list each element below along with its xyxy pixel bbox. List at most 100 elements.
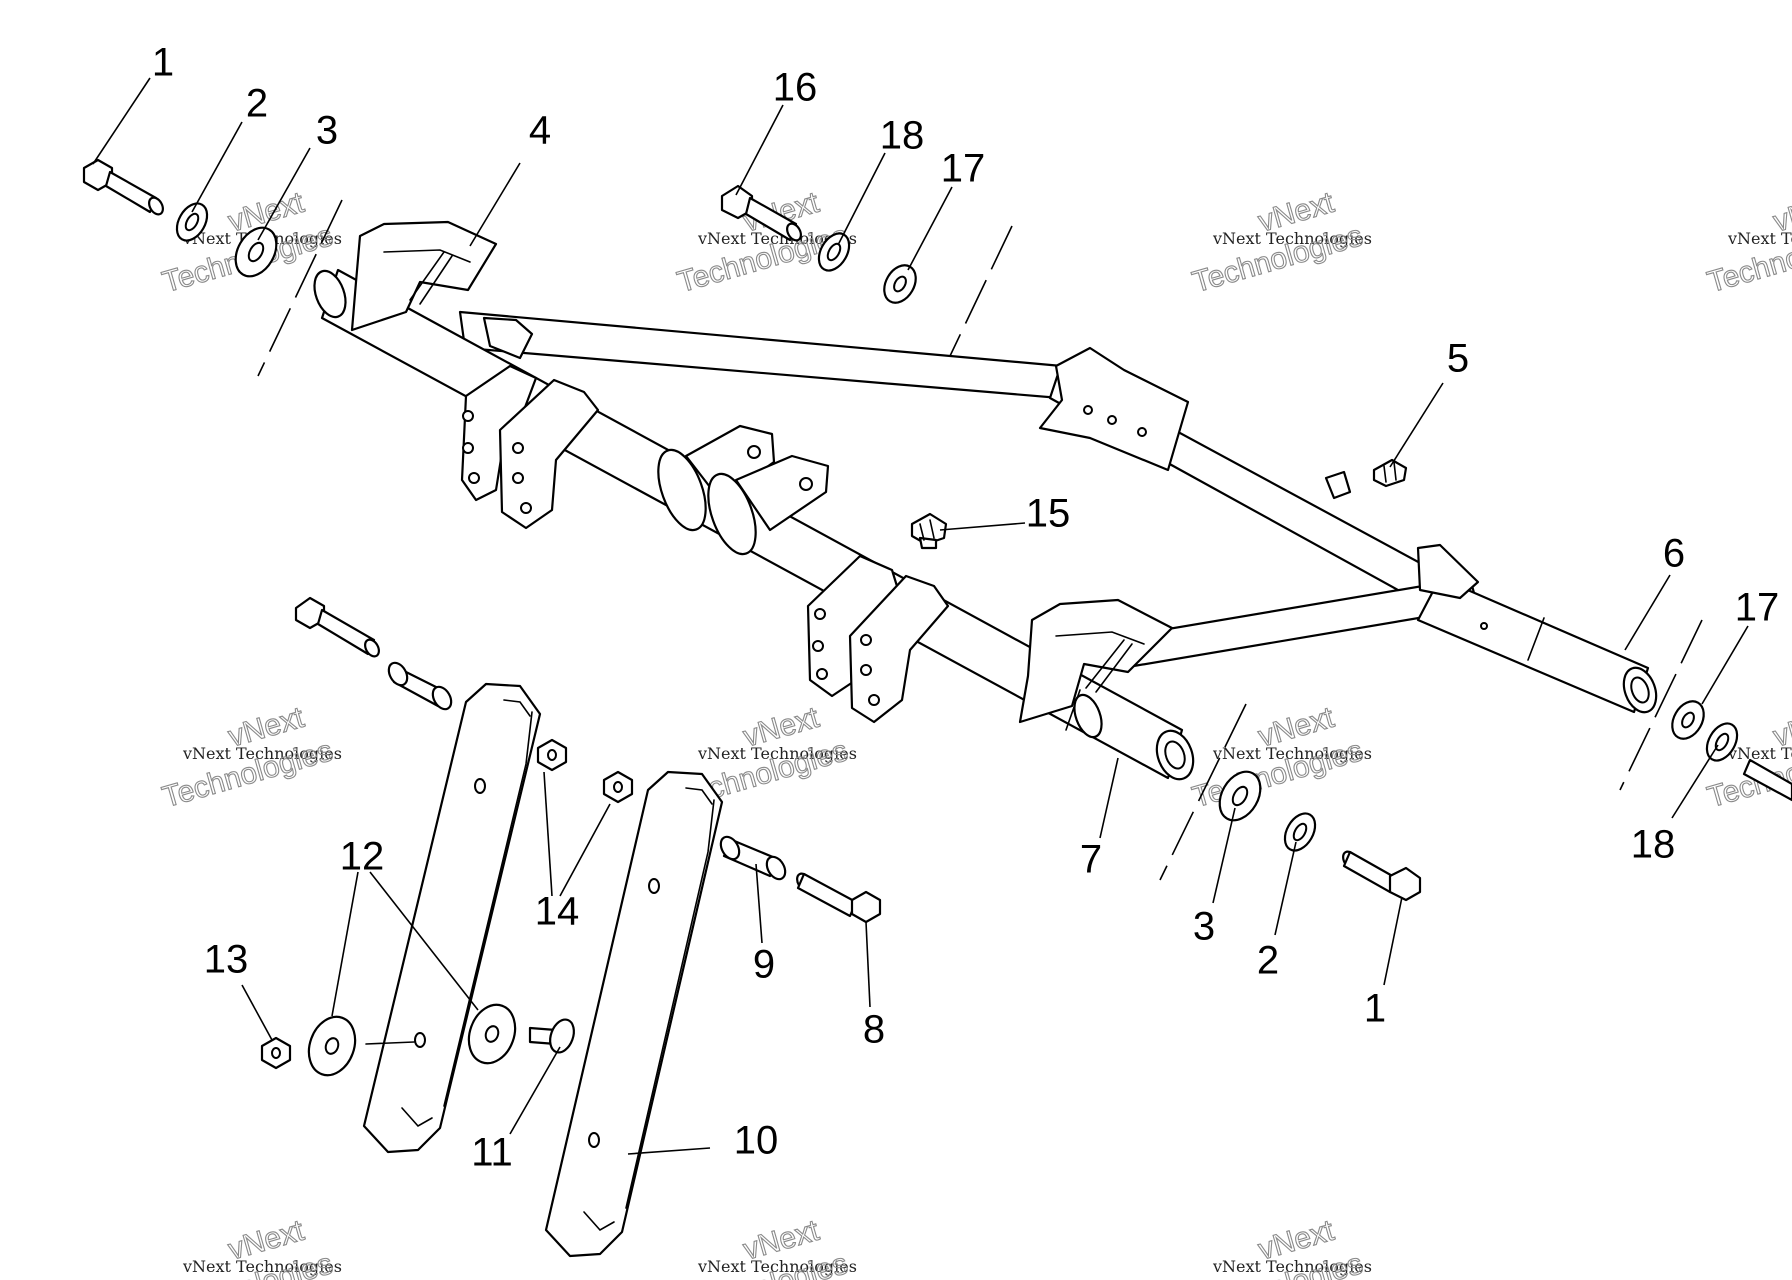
bolt-16 [720,184,802,242]
leader-5 [1389,382,1444,468]
u-clamp-left-slot [409,251,445,301]
leader-2 [191,121,243,213]
washer-12a [307,1015,357,1077]
alignment-line-right-tube [1619,619,1703,791]
plate-1a-hole-2 [462,442,474,454]
u-clamp-left-inner [383,249,471,263]
callout-7: 7 [1080,838,1102,882]
saddle-hole-3 [1137,427,1147,437]
leader-12a [331,871,359,1017]
leader-4 [469,162,521,247]
callout-2: 2 [246,82,268,126]
bolt-8 [796,872,882,924]
u-clamp-right-slot [1085,639,1125,689]
mount-plate-2b [848,574,950,724]
watermark: vNext vNext Technologies Technologies [1188,1213,1372,1280]
callout-3: 3 [316,109,338,153]
leader-18 [837,152,886,246]
linkage-arm-right-hole-upper [648,878,660,894]
linkage-arm-left [362,682,542,1154]
watermark: vNext vNext Technologies Technologies [158,1213,342,1280]
u-clamp-right-bushing [1073,693,1103,739]
leader-8 [865,921,871,1008]
callout-1: 1 [152,41,174,85]
callout-6: 6 [1663,532,1685,576]
watermark: vNext vNext Technologies Technologies [158,700,342,815]
leader-16 [735,104,784,196]
washer-12-axis [365,1041,415,1045]
svg-text:vNext Technologies: vNext Technologies [1727,744,1792,763]
mid-bushing-left [657,448,707,532]
callout-5: 5 [1447,337,1469,381]
mid-bushing-right [707,472,757,556]
leader-17 [1701,625,1749,705]
a-frame-assembly [313,220,1658,781]
plate-1b-hole-2 [512,472,524,484]
plate-1a-hole-3 [468,472,480,484]
plate-2b-hole-1 [860,634,872,646]
plate-2a-hole-1 [814,608,826,620]
callout-17: 17 [1735,586,1780,630]
u-clamp-left-slot-2 [419,255,453,305]
leader-14a [543,771,553,897]
right-arm-tube-bore [1630,676,1650,704]
callout-3: 3 [1193,905,1215,949]
plate-1a-hole-1 [462,410,474,422]
plate-1b-hole-1 [512,442,524,454]
main-cross-tube-left-end [313,269,347,319]
main-cross-tube-bore [1164,740,1186,770]
callout-1: 1 [1364,987,1386,1031]
bolt-1-left [82,158,164,216]
callout-11: 11 [471,1131,513,1175]
u-clamp-right-inner [1055,631,1145,645]
leader-9 [755,863,763,944]
leader-12b [369,871,479,1011]
bolt-upper-linkage [294,596,380,658]
leader-10 [627,1147,711,1155]
callout-4: 4 [529,109,551,153]
grease-fitting-15 [910,512,948,550]
callout-9: 9 [753,943,775,987]
washer-12b [467,1003,517,1065]
leader-3 [1212,807,1236,904]
callout-13: 13 [204,938,249,982]
washer-3-left [234,226,278,278]
svg-text:vNext Technologies: vNext Technologies [697,229,857,248]
leader-1 [1383,896,1403,986]
u-clamp-left [350,220,498,332]
frame-boss [1324,470,1352,500]
callout-8: 8 [863,1008,885,1052]
saddle-hole-1 [1083,405,1093,415]
saddle-hole-2 [1107,415,1117,425]
svg-text:vNext Technologies: vNext Technologies [1727,229,1792,248]
upper-tube-left-collar [482,316,534,360]
spacer-upper-linkage [387,661,453,711]
leader-15 [939,522,1026,531]
callout-16: 16 [773,66,818,110]
leader-18 [1671,744,1719,819]
saddle-bracket [1038,346,1190,472]
grease-fitting-5 [1372,458,1408,488]
callout-14: 14 [535,890,580,934]
washer-3-right [1218,770,1262,822]
leader-7 [1099,757,1119,839]
alignment-line-upper-tube [949,225,1013,357]
leader-17 [907,186,953,271]
callout-10: 10 [734,1119,779,1163]
alignment-line-left-pivot [257,199,343,377]
callout-15: 15 [1026,492,1071,536]
linkage-arm-right [544,770,724,1258]
svg-text:vNext Technologies: vNext Technologies [182,1257,342,1276]
alignment-lines [257,199,1703,881]
washer-2-right [1283,812,1317,852]
leader-lines [92,77,1749,1155]
callout-2: 2 [1257,939,1279,983]
leader-2 [1274,841,1297,936]
washer-17-right [1671,700,1705,740]
callout-12: 12 [340,835,385,879]
apex-gusset [1416,543,1480,600]
linkage-arm-left-hole-upper [474,778,486,794]
svg-text:vNext Technologies: vNext Technologies [1212,229,1372,248]
linkage-arm-right-hole-lower [588,1132,600,1148]
